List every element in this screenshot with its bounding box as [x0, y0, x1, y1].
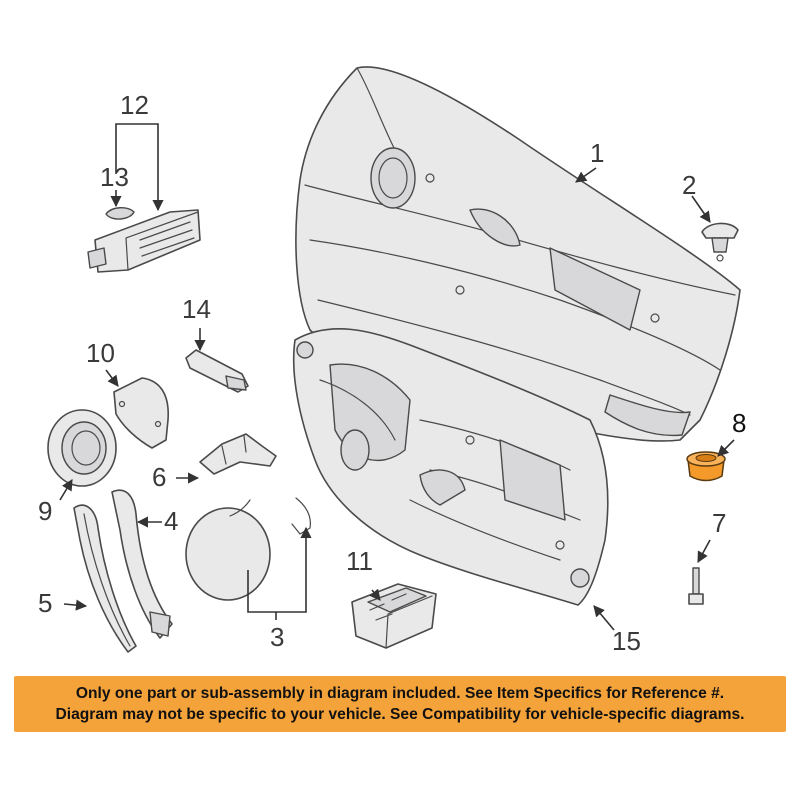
callout-12: 12 [120, 90, 149, 120]
speaker-ring-illustration [47, 409, 117, 487]
callout-7: 7 [712, 508, 726, 538]
door-carrier-illustration [292, 328, 609, 606]
callout-5: 5 [38, 588, 52, 618]
callout-4: 4 [164, 506, 178, 536]
clip-illustration [701, 222, 739, 262]
callout-1: 1 [590, 138, 604, 168]
handle-bracket-illustration [185, 349, 249, 393]
callout-3: 3 [270, 622, 284, 652]
inner-trim-illustration [111, 489, 173, 639]
trim-strip-illustration [73, 504, 137, 653]
speaker-wire-illustration [291, 497, 311, 535]
callout-11: 11 [346, 546, 373, 576]
callout-9: 9 [38, 496, 52, 526]
disclaimer-line-2: Diagram may not be specific to your vehi… [55, 706, 745, 723]
callout-2: 2 [682, 170, 696, 200]
grommet-illustration-highlighted [686, 451, 726, 482]
callout-13: 13 [100, 162, 129, 192]
leader-lines [59, 123, 735, 631]
cover-plate-illustration [113, 377, 169, 449]
switch-assembly-illustration [87, 207, 201, 273]
callout-8: 8 [732, 408, 746, 438]
disclaimer-line-1: Only one part or sub-assembly in diagram… [75, 685, 725, 702]
bolt-illustration [688, 567, 704, 605]
disclaimer-banner: Only one part or sub-assembly in diagram… [14, 676, 786, 732]
callout-15: 15 [612, 626, 641, 656]
window-switch-illustration [351, 583, 437, 649]
callout-14: 14 [182, 294, 211, 324]
callout-6: 6 [152, 462, 166, 492]
callout-10: 10 [86, 338, 115, 368]
speaker-illustration [185, 499, 271, 601]
mounting-bracket-illustration [199, 433, 277, 475]
